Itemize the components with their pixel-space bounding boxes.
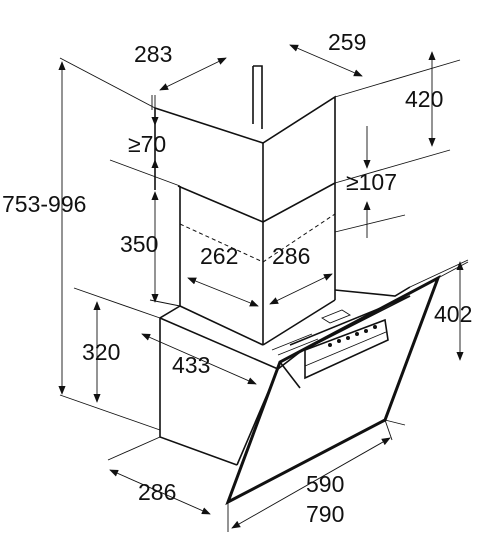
label-hood-width-a: 590 [306, 471, 344, 497]
label-upper-chimney-height: 420 [405, 86, 443, 112]
label-hood-height: 402 [434, 301, 472, 327]
glass-panel [225, 274, 441, 506]
lower-chimney [179, 183, 336, 346]
label-hood-width-b: 790 [306, 501, 344, 527]
label-min-overlap: ≥107 [346, 169, 397, 195]
dimension-arrows [58, 44, 464, 529]
dimension-labels: 283 259 420 ≥70 ≥107 753-996 350 262 286… [2, 29, 472, 527]
label-total-height: 753-996 [2, 191, 86, 217]
label-min-gap-top: ≥70 [128, 131, 166, 157]
label-hood-side-depth: 433 [172, 352, 210, 378]
label-chimney-depth-lower: 286 [272, 243, 310, 269]
label-hood-body-height: 320 [82, 339, 120, 365]
extension-lines [59, 57, 469, 532]
control-buttons [328, 325, 377, 347]
label-base-depth: 286 [138, 479, 176, 505]
control-panel [271, 309, 389, 380]
upper-chimney [154, 65, 336, 223]
label-chimney-depth-top: 283 [134, 41, 172, 67]
label-lower-chimney-height: 350 [120, 231, 158, 257]
label-chimney-width-top: 259 [328, 29, 366, 55]
label-chimney-width-lower: 262 [200, 243, 238, 269]
